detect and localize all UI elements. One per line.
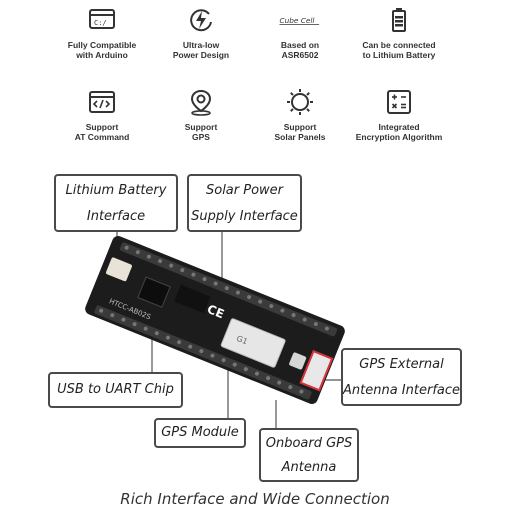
callout-line1: GPS Module	[161, 425, 239, 440]
feature-line1: Support	[85, 122, 119, 132]
feature-line1: Can be connected	[362, 40, 436, 50]
feature-line1: Based on	[280, 40, 320, 50]
antenna-connector	[289, 352, 307, 370]
feature-line1: Integrated	[378, 122, 420, 132]
callout-solar-power: Solar Power Supply Interface	[187, 174, 302, 232]
callout-line1: GPS External	[359, 357, 444, 372]
solar-sun-icon	[287, 89, 313, 115]
feature-line1: Support	[184, 122, 218, 132]
feature-line1: Ultra-low	[182, 40, 220, 50]
callout-line2: Antenna	[281, 460, 337, 475]
cubecell-logo-icon: Cube Cell	[279, 16, 320, 25]
svg-text:G1: G1	[235, 334, 249, 347]
onboard-antenna	[299, 349, 334, 392]
callout-line1: Onboard GPS	[265, 436, 353, 451]
at-command-window-icon	[89, 91, 115, 113]
callout-line2: Supply Interface	[191, 209, 298, 224]
callout-gps-external-antenna: GPS External Antenna Interface	[341, 348, 462, 406]
callout-line1: Solar Power	[205, 183, 284, 198]
caption: Rich Interface and Wide Connection	[120, 490, 390, 508]
callout-line2: Interface	[86, 209, 146, 224]
battery-connector	[106, 257, 132, 282]
pcb-board	[85, 236, 345, 404]
callout-lithium-battery: Lithium Battery Interface	[54, 174, 178, 232]
map-pin-icon	[190, 89, 212, 116]
callout-line1: USB to UART Chip	[57, 382, 174, 397]
feature-line2: AT Command	[74, 132, 130, 142]
feature-line1: Fully Compatible	[67, 40, 137, 50]
callout-line1: Lithium Battery	[65, 183, 167, 198]
usb-uart-chip	[137, 276, 171, 308]
feature-line2: ASR6502	[281, 50, 319, 60]
logo-text: Cube Cell	[279, 16, 314, 25]
calculator-icon	[387, 90, 411, 114]
callout-onboard-gps-antenna: Onboard GPS Antenna	[259, 428, 359, 482]
callout-usb-uart: USB to UART Chip	[48, 372, 183, 408]
code-window-icon: C:/	[89, 9, 115, 29]
mcu-chip	[174, 284, 211, 314]
svg-text:C:/: C:/	[94, 19, 107, 27]
feature-line2: Power Design	[172, 50, 230, 60]
feature-line2: GPS	[192, 132, 210, 142]
battery-icon	[392, 8, 406, 32]
callout-gps-module: GPS Module	[154, 418, 246, 448]
callout-line2: Antenna Interface	[343, 383, 461, 398]
power-bolt-icon	[190, 9, 212, 32]
feature-line2: with Arduino	[76, 50, 128, 60]
feature-line2: Encryption Algorithm	[355, 132, 443, 142]
feature-line1: Support	[283, 122, 317, 132]
gps-module-shield	[220, 318, 286, 368]
feature-line2: Solar Panels	[274, 132, 326, 142]
ce-mark: CE	[205, 302, 226, 321]
feature-line2: to Lithium Battery	[362, 50, 436, 60]
